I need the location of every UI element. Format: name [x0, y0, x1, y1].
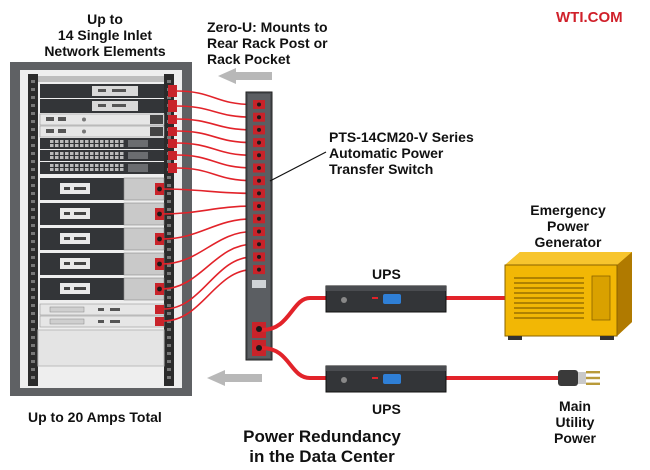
network-elements-label: Up to 14 Single Inlet Network Elements — [44, 11, 166, 59]
ups-top-label: UPS — [372, 266, 401, 282]
power-plug-icon — [558, 370, 600, 386]
device-power-cable — [175, 142, 254, 157]
device-power-cable — [175, 105, 254, 118]
left-arrow-icon — [218, 68, 272, 84]
feed-cable-bottom — [261, 346, 326, 380]
device-power-cable — [175, 90, 254, 106]
device-power-cable — [175, 130, 254, 144]
generator-label: Emergency Power Generator — [530, 202, 606, 250]
feed-cable-top — [261, 296, 326, 332]
device-power-cables — [161, 90, 254, 322]
ups-unit-bottom — [325, 365, 447, 393]
ups-bottom-label: UPS — [372, 401, 401, 417]
rack-device — [40, 138, 164, 149]
device-power-cable — [161, 205, 254, 215]
fan-grille-icon — [514, 277, 584, 319]
device-power-cable — [161, 218, 254, 240]
caption-title: Power Redundancy in the Data Center — [243, 427, 401, 466]
rack-devices — [39, 84, 177, 328]
device-power-cable — [161, 230, 254, 265]
rack-device — [40, 150, 164, 161]
rack-device — [39, 125, 165, 138]
pts-switch-unit — [245, 91, 273, 361]
left-arrow-icon — [207, 370, 262, 386]
switch-name-label: PTS-14CM20-V Series Automatic Power Tran… — [329, 129, 474, 177]
ups-unit-top — [325, 285, 447, 313]
utility-power-label: Main Utility Power — [553, 398, 596, 446]
device-power-cable — [175, 118, 254, 131]
emergency-generator — [504, 252, 632, 340]
pts-outlets — [253, 100, 265, 275]
brand-logo: WTI.COM — [556, 9, 623, 26]
zero-u-label: Zero-U: Mounts to Rear Rack Post or Rack… — [207, 19, 328, 67]
device-power-cable — [161, 188, 254, 195]
callout-leader-line — [269, 151, 327, 182]
device-power-cable — [161, 243, 254, 290]
device-power-cable — [175, 154, 254, 169]
device-power-cable — [163, 256, 254, 310]
server-rack — [10, 62, 192, 396]
device-power-cable — [163, 268, 254, 322]
device-power-cable — [175, 167, 254, 182]
rack-device — [39, 113, 165, 126]
amps-total-label: Up to 20 Amps Total — [28, 409, 162, 425]
